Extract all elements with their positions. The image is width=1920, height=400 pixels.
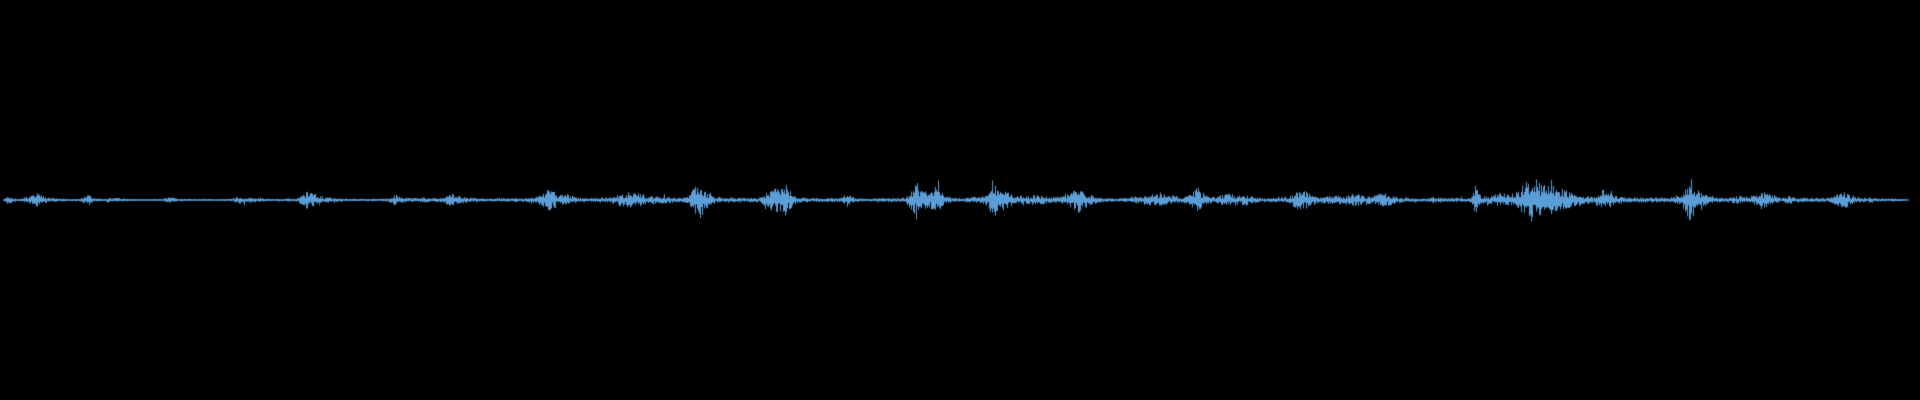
audio-waveform <box>0 0 1920 400</box>
waveform-viewer <box>0 0 1920 400</box>
